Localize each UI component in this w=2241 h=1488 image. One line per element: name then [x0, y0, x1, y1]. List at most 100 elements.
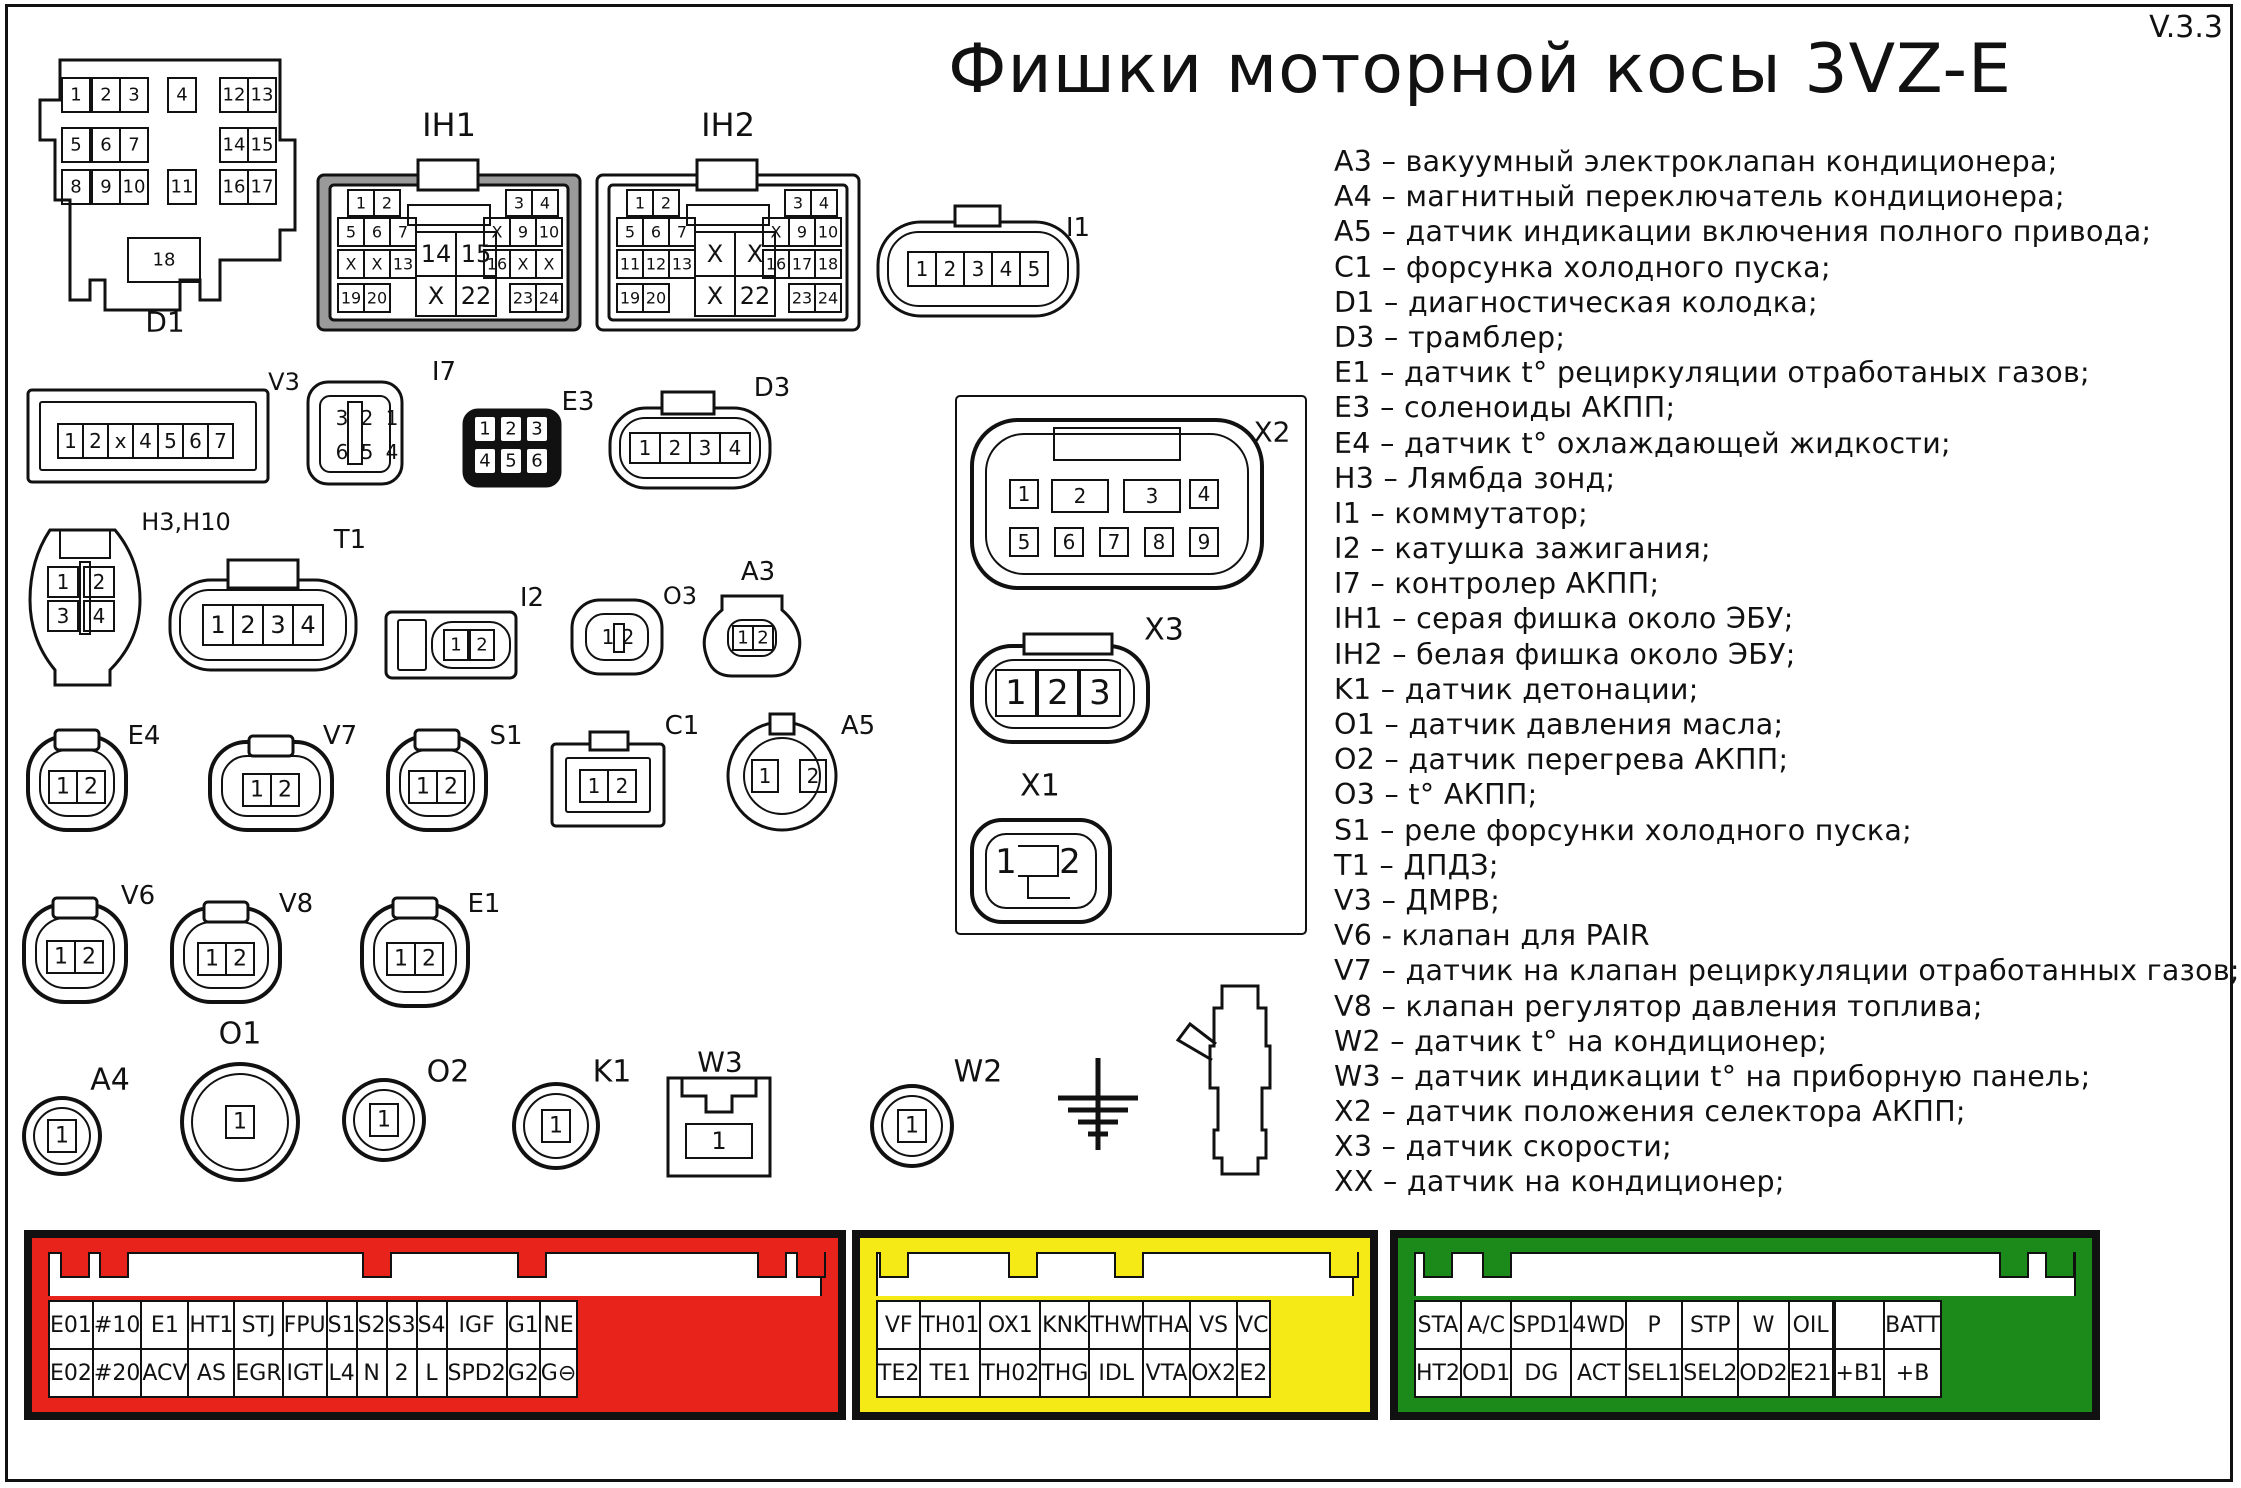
- legend-item: A4 – магнитный переключатель кондиционер…: [1334, 180, 2065, 214]
- outline: [384, 610, 518, 680]
- pin-label: 17: [792, 255, 812, 274]
- pin-label: 3: [128, 85, 139, 106]
- pin-label: X: [492, 223, 503, 242]
- ecu-pin: S3: [385, 1300, 418, 1350]
- outline: [565, 757, 651, 813]
- connector-label: X2: [1254, 416, 1291, 449]
- ecu-pin: VC: [1236, 1300, 1271, 1350]
- pin-cell: [119, 77, 149, 113]
- ecu-pin: THG: [1039, 1348, 1091, 1398]
- ecu-pin: STJ: [233, 1300, 284, 1350]
- connector-label: E1: [468, 889, 501, 919]
- pin-cell: [535, 283, 563, 313]
- pin-cell: [1079, 669, 1121, 717]
- outline: [523, 1093, 589, 1159]
- ecu-housing: [876, 1252, 1359, 1296]
- latch: [416, 158, 480, 192]
- ecu-pin: OX2: [1189, 1348, 1239, 1398]
- ecu-pin: STA: [1414, 1300, 1462, 1350]
- ecu-notch: [796, 1252, 826, 1278]
- legend-item: C1 – форсунка холодного пуска;: [1334, 250, 1831, 284]
- pin-cell: [995, 669, 1037, 717]
- pin-cell: [414, 942, 444, 976]
- ecu-housing: [1414, 1252, 2076, 1296]
- pin-label: 1: [916, 257, 929, 281]
- legend-item: I7 – контролер АКПП;: [1334, 567, 1660, 601]
- legend-item: W3 – датчик индикации t° на приборную па…: [1334, 1059, 2091, 1093]
- connector-label: V7: [323, 721, 357, 751]
- pin-label: 1: [56, 775, 70, 800]
- connector-label: IH1: [422, 106, 476, 144]
- ecu-notch: [1114, 1252, 1144, 1278]
- legend-item: O3 – t° АКПП;: [1334, 778, 1538, 812]
- pin-label: 15: [251, 135, 274, 156]
- connector-label: D3: [754, 373, 791, 403]
- legend-item: A5 – датчик индикации включения полного …: [1334, 215, 2152, 249]
- ecu-notch: [1482, 1252, 1512, 1278]
- outline: [180, 1062, 300, 1182]
- connector-O2: 1O2: [342, 1055, 469, 1162]
- pin-cell: [127, 237, 201, 283]
- ecu-notch: [1008, 1252, 1038, 1278]
- pin-cell: [1144, 527, 1174, 557]
- pin-label: 6: [100, 135, 111, 156]
- pin-label: X: [707, 282, 723, 310]
- pin-label: 4: [386, 440, 399, 464]
- connector-label: T1: [333, 525, 366, 555]
- pin-label: 11: [171, 177, 194, 198]
- connector-label: D1: [145, 306, 184, 339]
- legend-item: I1 – коммутатор;: [1334, 496, 1589, 530]
- outline: [431, 621, 511, 669]
- pin-label: 2: [807, 764, 820, 788]
- pin-cell: [83, 600, 115, 632]
- ecu-pin: STP: [1681, 1300, 1740, 1350]
- pin-label: 13: [251, 85, 274, 106]
- connector-label: O3: [663, 582, 697, 610]
- pin-cell: [119, 127, 149, 163]
- pin-cell: [443, 629, 469, 661]
- pin-label: 3: [514, 194, 524, 213]
- legend-item: V8 – клапан регулятор давления топлива;: [1334, 989, 1983, 1023]
- legend-item: E3 – соленоиды АКПП;: [1334, 391, 1676, 425]
- ecu-pin: OIL: [1787, 1300, 1834, 1350]
- ecu-pin: SPD2: [445, 1348, 508, 1398]
- pin-cell: [1051, 479, 1109, 513]
- pin-label: 6: [372, 223, 382, 242]
- outline: [319, 395, 391, 473]
- pin-cell: [734, 275, 776, 317]
- ecu-pin: IGT: [281, 1348, 328, 1398]
- pin-label: 3: [57, 604, 70, 628]
- ecu-pin: 2: [385, 1348, 418, 1398]
- latch: [1022, 632, 1114, 656]
- ecu-pin: VS: [1189, 1300, 1239, 1350]
- pin-label: 15: [461, 240, 492, 268]
- connector-label: W2: [954, 1055, 1003, 1090]
- pin-cell: [1019, 251, 1049, 287]
- ecu-pin: [1831, 1348, 1836, 1398]
- latch: [660, 390, 716, 416]
- ecu-pin: FPU: [281, 1300, 328, 1350]
- pin-label: 4: [1000, 257, 1013, 281]
- pin-label: 9: [100, 177, 111, 198]
- pin-label: X: [771, 223, 782, 242]
- outline: [1018, 845, 1070, 899]
- ecu-pin: EGR: [233, 1348, 284, 1398]
- pin-label: 23: [792, 289, 812, 308]
- ecu-pin: OD2: [1737, 1348, 1790, 1398]
- pin-cell: [167, 169, 197, 205]
- ecu-housing: [48, 1252, 826, 1296]
- legend-list: A3 – вакуумный электроклапан кондиционер…: [1334, 144, 2240, 1200]
- outline: [570, 598, 664, 676]
- pin-cell: [525, 447, 549, 475]
- ecu-notch: [362, 1252, 392, 1278]
- outline: [38, 58, 297, 312]
- pin-cell: [61, 127, 91, 163]
- pin-label: 1: [233, 1110, 247, 1135]
- pin-cell: [76, 770, 106, 804]
